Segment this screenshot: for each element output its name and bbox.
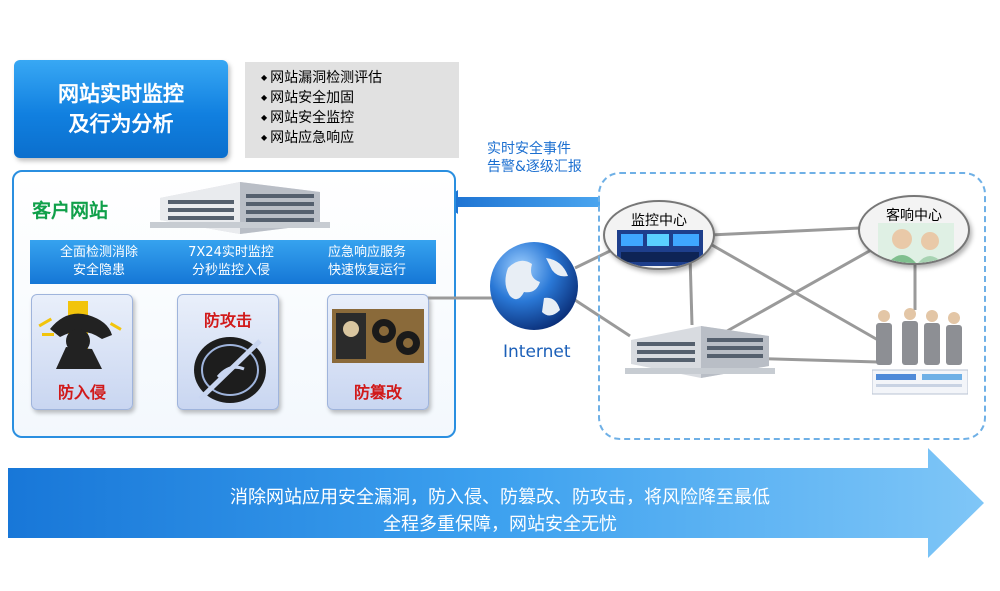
monitor-center-label: 监控中心 xyxy=(605,210,713,230)
monitor-center-node: 监控中心 xyxy=(603,200,715,270)
response-center-label: 客响中心 xyxy=(860,205,968,225)
data-center-building-icon xyxy=(625,322,775,382)
monitor-screens-icon xyxy=(617,230,703,266)
response-center-node: 客响中心 xyxy=(858,195,970,265)
internet-label: Internet xyxy=(503,342,571,362)
globe-icon xyxy=(488,238,580,338)
call-agents-icon xyxy=(878,223,954,263)
staff-group-icon xyxy=(872,306,968,396)
banner-line2: 全程多重保障，网站安全无忧 xyxy=(0,510,1000,536)
banner-line1: 消除网站应用安全漏洞，防入侵、防篡改、防攻击，将风险降至最低 xyxy=(0,483,1000,509)
